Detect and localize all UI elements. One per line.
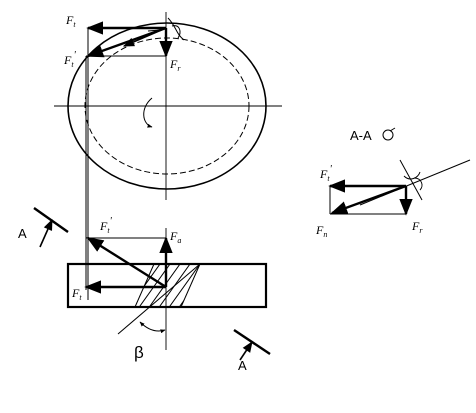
fn-arrow-aa	[330, 184, 407, 215]
section-label-left: A	[18, 226, 27, 241]
fn-label-aa: Fn	[315, 223, 327, 239]
helical-tooth-hatch	[135, 264, 200, 307]
ft-prime-label-front: Ft'	[99, 216, 113, 235]
rotation-symbol-aa	[382, 129, 394, 141]
section-title: A-A	[350, 128, 372, 143]
section-mark-right: A	[233, 329, 271, 373]
fr-helper-top	[147, 29, 161, 32]
section-view-aa: A-A Ft' Fn Fr	[315, 127, 471, 239]
ft-label-top: Ft	[65, 13, 76, 29]
tooth-profile-aa	[403, 171, 421, 180]
tooth-axis-aa	[399, 159, 423, 201]
helix-angle-line	[117, 263, 201, 335]
fr-label-top: Fr	[169, 57, 181, 73]
fa-label-front: Fa	[169, 229, 181, 245]
gear-front-view: Ft' Fa Ft β	[66, 216, 268, 362]
tooth-edge-right	[180, 263, 201, 308]
ft-label-front: Ft	[71, 286, 82, 302]
section-label-right: A	[238, 358, 247, 373]
tooth-curl-top	[171, 25, 181, 39]
fn-arrow-top	[122, 27, 167, 47]
tooth-profile-top	[167, 17, 185, 41]
pressure-line-aa	[359, 159, 471, 206]
ft-prime-arrow-front	[86, 236, 167, 289]
ft-prime-label-top: Ft'	[63, 50, 77, 69]
rotation-symbol-tick	[389, 127, 396, 132]
fr-label-aa: Fr	[411, 219, 423, 235]
beta-arc	[139, 321, 166, 334]
beta-label: β	[134, 343, 144, 362]
tooth-edge-left	[134, 263, 155, 308]
rotation-arrow-top	[143, 97, 153, 128]
ft-prime-label-aa: Ft'	[319, 164, 333, 183]
section-mark-left: A	[18, 207, 69, 248]
gear-top-view: Ft Ft' Fr	[54, 12, 282, 300]
tooth-curl-aa	[413, 177, 423, 191]
